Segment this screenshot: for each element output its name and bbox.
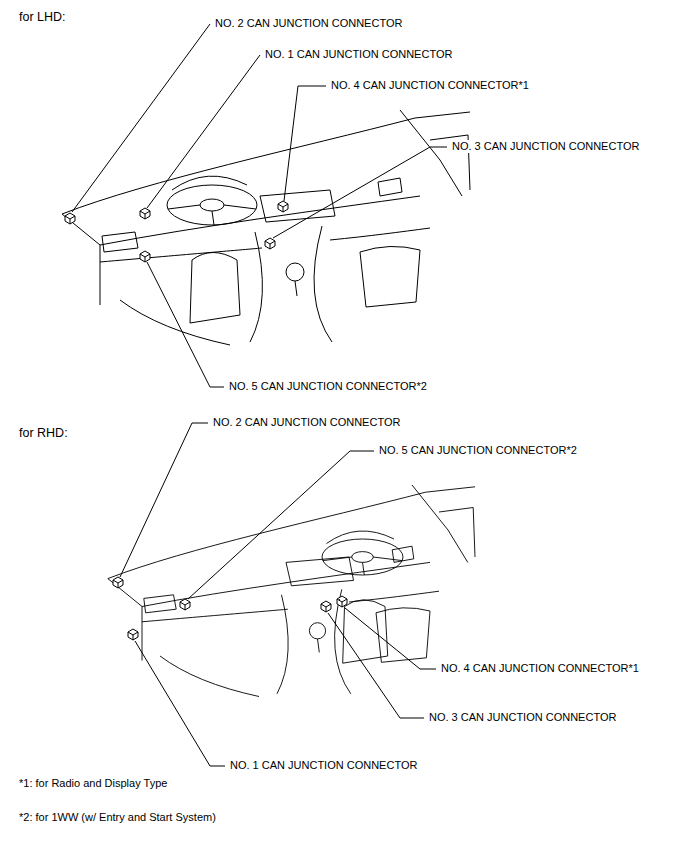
part-label: NO. 1 CAN JUNCTION CONNECTOR (264, 48, 453, 61)
part-label: NO. 1 CAN JUNCTION CONNECTOR (229, 759, 418, 772)
part-label: NO. 4 CAN JUNCTION CONNECTOR*1 (440, 662, 640, 675)
part-label: *2: for 1WW (w/ Entry and Start System) (18, 811, 217, 824)
part-label: NO. 2 CAN JUNCTION CONNECTOR (212, 416, 401, 429)
section-heading: for RHD: (18, 426, 69, 441)
part-label: NO. 2 CAN JUNCTION CONNECTOR (214, 17, 403, 30)
part-label: NO. 5 CAN JUNCTION CONNECTOR*2 (228, 380, 428, 393)
part-label: NO. 3 CAN JUNCTION CONNECTOR (451, 140, 640, 153)
part-label: NO. 4 CAN JUNCTION CONNECTOR*1 (330, 79, 530, 92)
part-label: *1: for Radio and Display Type (18, 777, 168, 790)
section-heading: for LHD: (18, 10, 67, 25)
part-label: NO. 5 CAN JUNCTION CONNECTOR*2 (378, 444, 578, 457)
part-label: NO. 3 CAN JUNCTION CONNECTOR (428, 711, 617, 724)
